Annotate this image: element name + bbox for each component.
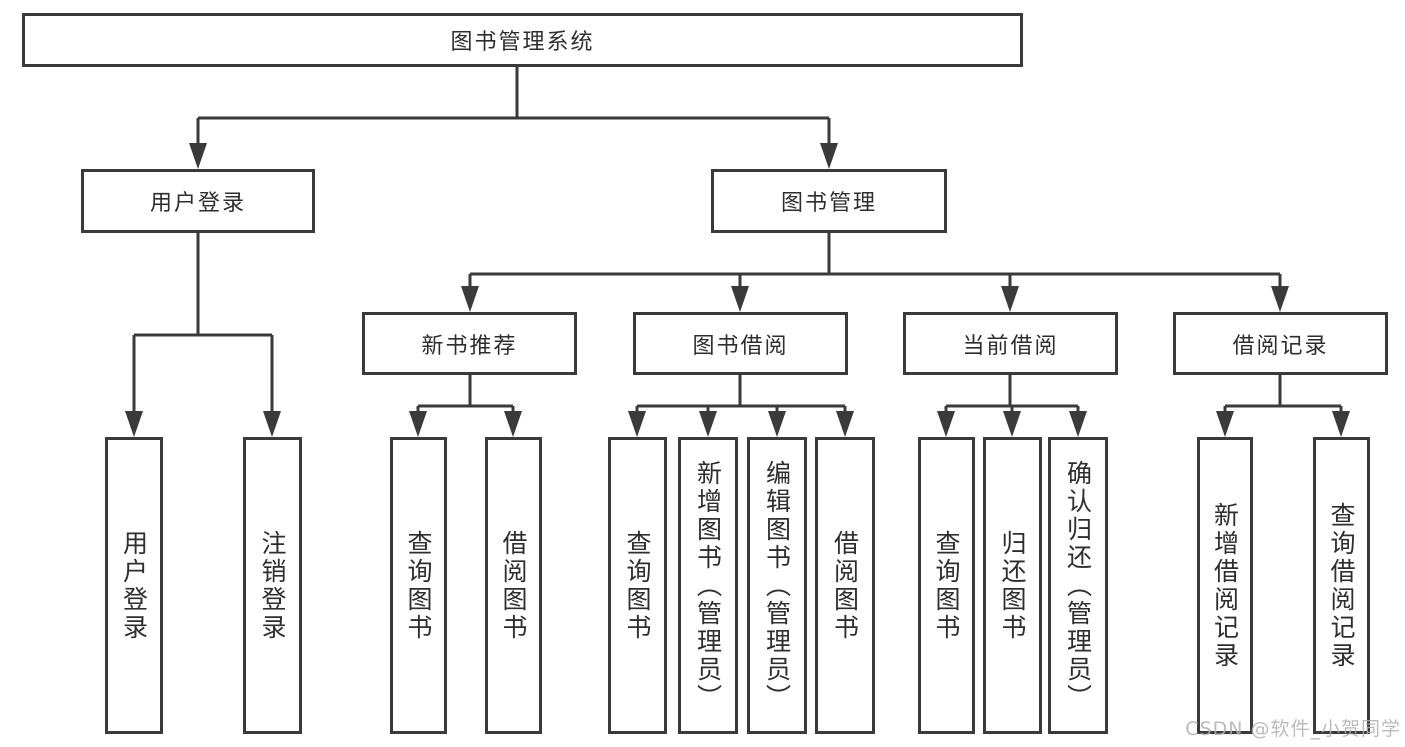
leaf-query-books-2: 查询图书 — [608, 437, 667, 734]
leaf-edit-book-admin: 编辑图书（管理员） — [747, 437, 807, 734]
node-new-book-recommendation: 新书推荐 — [362, 312, 577, 375]
leaf-user-login: 用户登录 — [105, 437, 163, 734]
leaf-borrow-books-2: 借阅图书 — [815, 437, 875, 734]
leaf-add-borrow-record: 新增借阅记录 — [1197, 437, 1253, 734]
node-root-system: 图书管理系统 — [22, 13, 1023, 67]
node-book-borrowing: 图书借阅 — [633, 312, 848, 375]
csdn-watermark: CSDN @软件_小贺同学 — [1185, 718, 1401, 740]
leaf-query-books-1: 查询图书 — [390, 437, 447, 734]
leaf-borrow-books-1: 借阅图书 — [485, 437, 542, 734]
leaf-query-books-3: 查询图书 — [918, 437, 975, 734]
leaf-logout: 注销登录 — [243, 437, 302, 734]
node-book-management-branch: 图书管理 — [711, 169, 947, 233]
connector-path — [132, 67, 1343, 414]
leaf-return-book: 归还图书 — [983, 437, 1042, 734]
leaf-query-borrow-record: 查询借阅记录 — [1313, 437, 1370, 734]
arrowheads — [125, 143, 1350, 437]
leaf-confirm-return-admin: 确认归还（管理员） — [1048, 437, 1108, 734]
leaf-add-book-admin: 新增图书（管理员） — [678, 437, 738, 734]
node-current-borrowing: 当前借阅 — [903, 312, 1118, 375]
node-borrowing-records: 借阅记录 — [1173, 312, 1388, 375]
node-user-login-branch: 用户登录 — [81, 169, 315, 233]
